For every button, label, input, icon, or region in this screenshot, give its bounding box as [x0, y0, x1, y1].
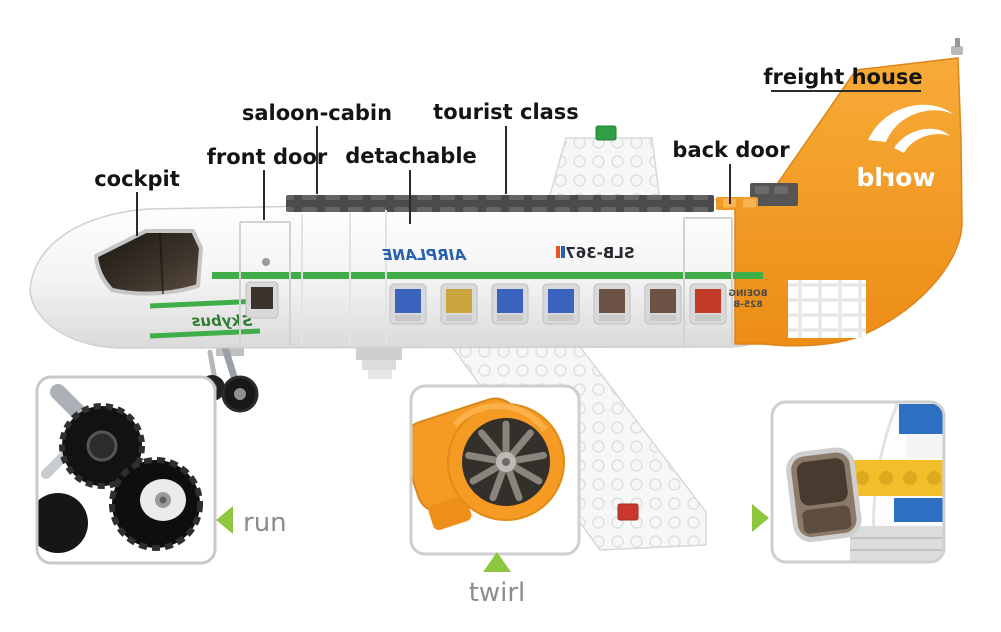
- inset-run: run: [35, 375, 287, 565]
- callout-back-door: back door: [672, 138, 790, 162]
- boarding-steps: [356, 348, 402, 379]
- callout-leader-lines: [136, 90, 921, 236]
- door-seams: [239, 210, 733, 346]
- roof-stud-strip-orange: [716, 197, 758, 210]
- inset-twirl-border: [409, 384, 581, 556]
- nose-brand-text: Skybus: [191, 312, 252, 330]
- callout-detachable: detachable: [345, 144, 477, 168]
- red-brick: [617, 503, 639, 521]
- side-model-text: SLB-367: [565, 244, 634, 262]
- inset-door-border: [770, 400, 946, 564]
- arrow-up-icon: [483, 552, 511, 572]
- cockpit-windshield: [94, 229, 203, 296]
- inset-twirl: twirl: [409, 384, 581, 608]
- callouts: cockpit front door saloon-cabin detachab…: [94, 65, 923, 236]
- roof-stud-strip: [286, 195, 714, 212]
- rear-white-bricks: [788, 280, 866, 338]
- twirl-label: twirl: [469, 578, 526, 608]
- side-brand-text: AIRPLANE: [381, 246, 466, 264]
- model-flag-icon: [556, 246, 565, 258]
- green-brick: [595, 125, 617, 141]
- far-wing-plate: [547, 125, 661, 203]
- tail-antenna-icon: [951, 38, 963, 55]
- callout-cockpit: cockpit: [94, 167, 180, 191]
- fin-base-brick: [750, 183, 798, 206]
- rear-make-text: BOEING: [729, 289, 768, 299]
- livery-stripes: [149, 272, 763, 339]
- callout-freight-house: freight house: [763, 65, 922, 89]
- arrow-right-icon: [752, 504, 769, 532]
- inset-run-border: [35, 375, 217, 565]
- callout-tourist-class: tourist class: [433, 100, 579, 124]
- passenger-windows: [389, 283, 727, 325]
- tail-fin: [734, 57, 963, 347]
- arrow-left-icon: [216, 506, 233, 534]
- tail-wordmark: world: [856, 163, 935, 192]
- engine-fan-blades: [465, 420, 547, 502]
- run-label: run: [243, 508, 287, 538]
- rear-model-text: 825-B: [733, 300, 763, 310]
- callout-front-door: front door: [207, 145, 328, 169]
- callout-saloon-cabin: saloon-cabin: [242, 101, 392, 125]
- tail-bird-logo-icon: [868, 104, 954, 153]
- inset-door: [752, 400, 946, 564]
- door-latch-icon: [262, 258, 270, 266]
- front-door-window: [245, 281, 279, 319]
- door-window-photo: [786, 447, 862, 543]
